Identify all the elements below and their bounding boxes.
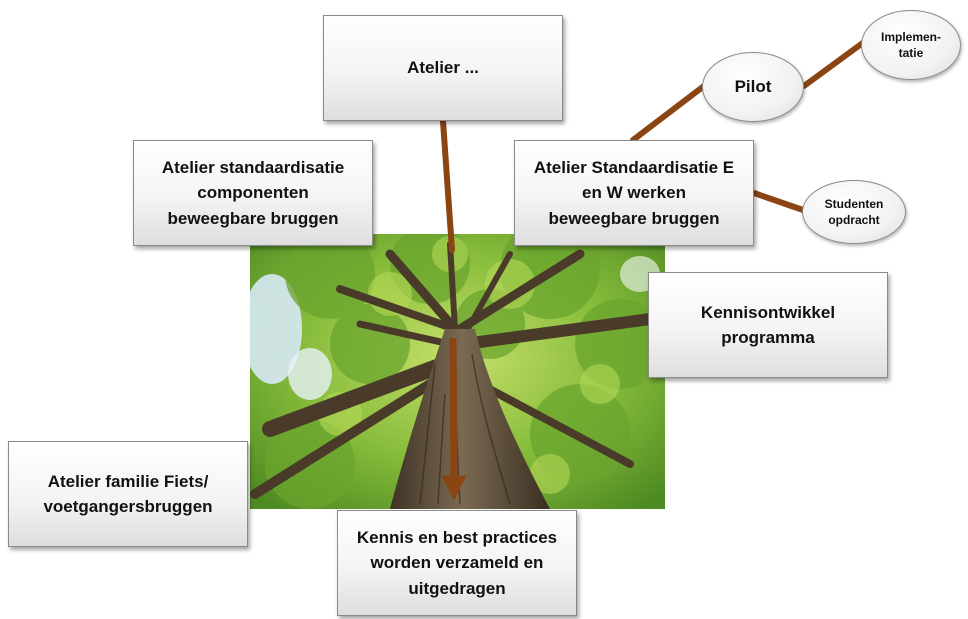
- box-atelier-standaardisatie-componenten: Atelier standaardisatie componenten bewe…: [133, 140, 373, 246]
- connector-standaardisatie-to-pilot: [630, 83, 707, 143]
- box-kennisontwikkel-programma: Kennisontwikkel programma: [648, 272, 888, 378]
- ellipse-pilot: Pilot: [702, 52, 804, 122]
- box-atelier: Atelier ...: [323, 15, 563, 121]
- tree-image: [250, 234, 665, 509]
- box-atelier-familie: Atelier familie Fiets/ voetgangersbrugge…: [8, 441, 248, 547]
- connector-pilot-to-implementatie: [801, 39, 867, 89]
- ellipse-studenten-opdracht: Studenten opdracht: [802, 180, 906, 244]
- tree-photo: [250, 234, 665, 509]
- ellipse-implementatie: Implemen- tatie: [861, 10, 961, 80]
- connector-atelier-to-tree: [440, 118, 455, 253]
- box-kennis-best-practices: Kennis en best practices worden verzamel…: [337, 510, 577, 616]
- box-atelier-standaardisatie-e-w: Atelier Standaardisatie E en W werken be…: [514, 140, 754, 246]
- connector-standaardisatie-to-studenten: [751, 190, 806, 213]
